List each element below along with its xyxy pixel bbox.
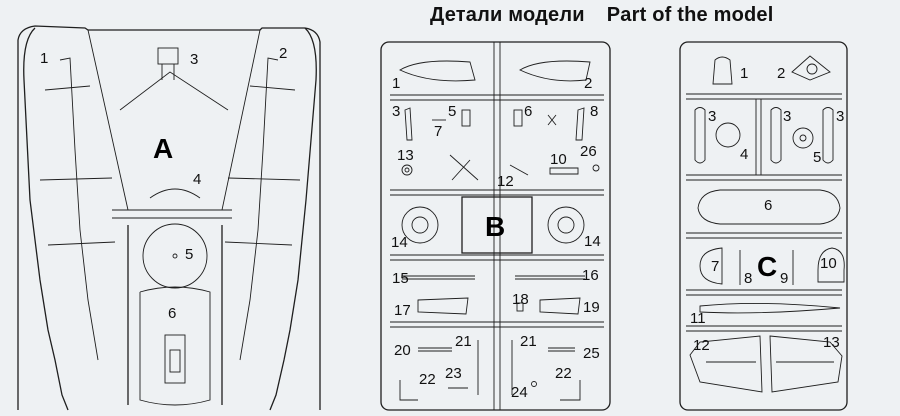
- sprue-c-part-8: 8: [744, 270, 752, 287]
- sprue-b-part-10: 10: [550, 151, 567, 168]
- sprue-c-part-2: 2: [777, 65, 785, 82]
- heading-russian: Детали модели: [430, 4, 585, 26]
- sprue-c-part-3-c: 3: [836, 108, 844, 125]
- sprue-b-part-14-left: 14: [391, 234, 408, 251]
- page-heading: Детали модели Part of the model: [430, 4, 795, 27]
- sprue-a-part-1: 1: [40, 50, 48, 67]
- sprue-a-part-2: 2: [279, 45, 287, 62]
- sprue-c-part-5: 5: [813, 149, 821, 166]
- sprue-b-part-25: 25: [583, 345, 600, 362]
- sprue-c-part-9: 9: [780, 270, 788, 287]
- sprue-b-part-13: 13: [397, 147, 414, 164]
- sprue-b-part-12: 12: [497, 173, 514, 190]
- sprue-b-part-16: 16: [582, 267, 599, 284]
- sprue-c-part-1: 1: [740, 65, 748, 82]
- sprue-b-part-17: 17: [394, 302, 411, 319]
- sprue-b-part-19: 19: [583, 299, 600, 316]
- sprue-c-letter: C: [757, 251, 777, 282]
- sprue-c-part-6: 6: [764, 197, 772, 214]
- sprue-a: [17, 25, 321, 411]
- sprue-a-part-4: 4: [193, 171, 201, 188]
- sprue-c-part-7: 7: [711, 258, 719, 275]
- sprue-a-part-3: 3: [190, 51, 198, 68]
- sprue-b-part-24: 24: [511, 384, 528, 401]
- sprue-c-part-13: 13: [823, 334, 840, 351]
- sprue-b-part-26: 26: [580, 143, 597, 160]
- sprue-b-part-7: 7: [434, 123, 442, 140]
- sprue-b-part-2: 2: [584, 75, 592, 92]
- sprue-c-part-3-a: 3: [708, 108, 716, 125]
- sprue-c-part-3-b: 3: [783, 108, 791, 125]
- sprue-a-letter: A: [153, 133, 173, 164]
- sprue-b-part-18: 18: [512, 291, 529, 308]
- sprue-c-part-10: 10: [820, 255, 837, 272]
- sprue-a-part-6: 6: [168, 305, 176, 322]
- sprue-b-part-3: 3: [392, 103, 400, 120]
- sprue-b-part-8: 8: [590, 103, 598, 120]
- sprue-b-part-20: 20: [394, 342, 411, 359]
- sprue-b-part-15: 15: [392, 270, 409, 287]
- sprue-c: [679, 41, 848, 411]
- sprue-b-part-22-left: 22: [419, 371, 436, 388]
- sprue-b: [380, 41, 611, 411]
- sprue-a-part-5: 5: [185, 246, 193, 263]
- sprue-b-part-21-right: 21: [520, 333, 537, 350]
- sprue-b-part-6: 6: [524, 103, 532, 120]
- sprue-b-part-21-left: 21: [455, 333, 472, 350]
- heading-english: Part of the model: [606, 4, 774, 26]
- sprue-b-part-14-right: 14: [584, 233, 601, 250]
- sprue-c-part-11: 11: [690, 310, 706, 327]
- sprue-b-letter: B: [485, 211, 505, 242]
- sprue-b-part-5: 5: [448, 103, 456, 120]
- sprue-b-part-22-right: 22: [555, 365, 572, 382]
- sprue-c-part-12: 12: [693, 337, 710, 354]
- sprue-b-part-1: 1: [392, 75, 400, 92]
- sprue-c-part-4: 4: [740, 146, 748, 163]
- sprue-b-part-23: 23: [445, 365, 462, 382]
